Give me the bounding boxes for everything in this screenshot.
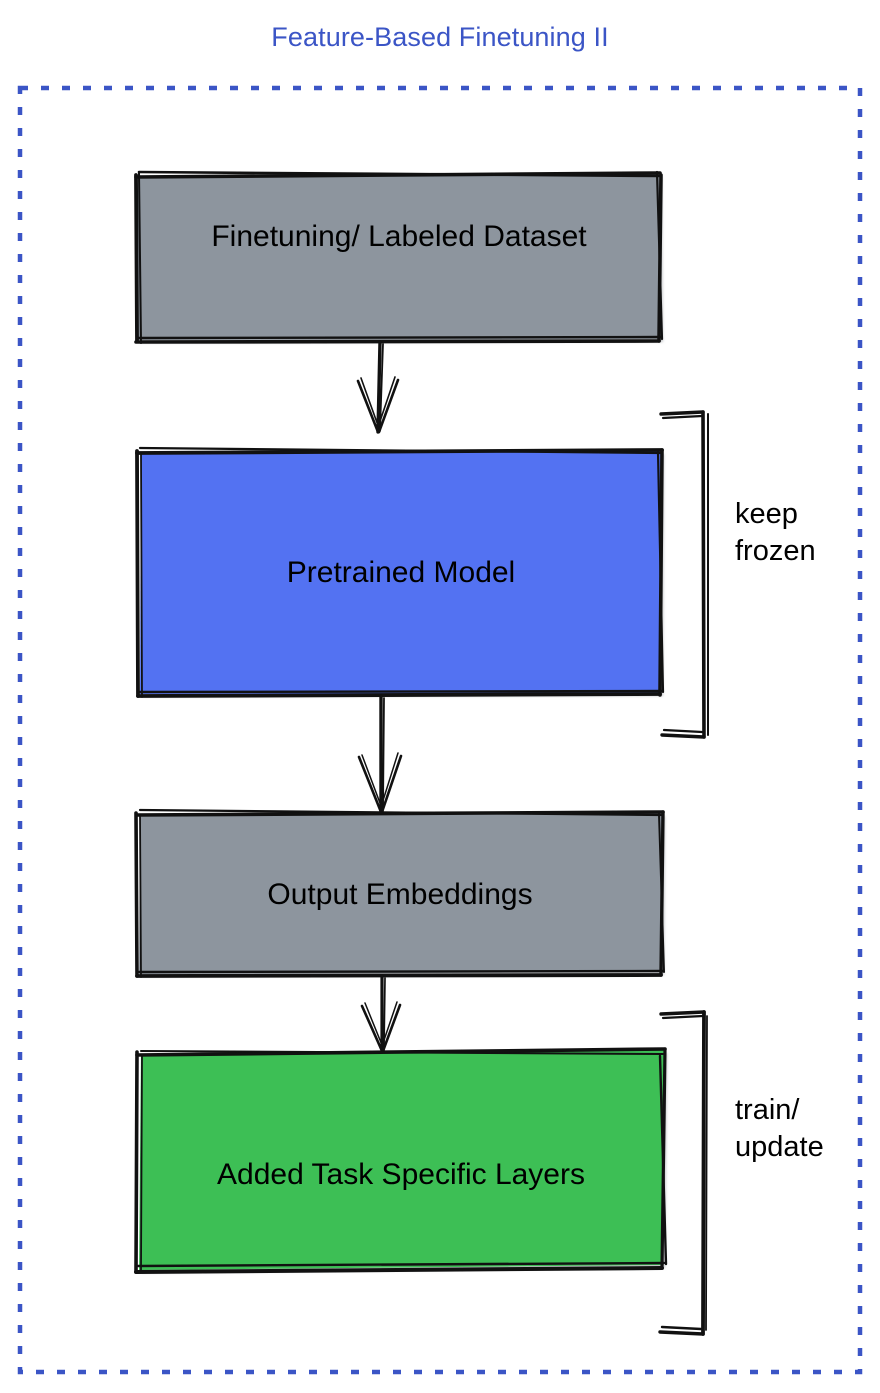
arrow-embeddings-to-layers (360, 974, 402, 1053)
bracket-train-update (658, 1010, 708, 1336)
node-label-output-embeddings: Output Embeddings (267, 878, 533, 911)
arrow-dataset-to-model (356, 340, 400, 434)
node-label-task-layers: Added Task Specific Layers (217, 1158, 585, 1191)
node-task-layers[interactable] (134, 1047, 668, 1274)
arrow-model-to-embeddings (357, 694, 403, 814)
bracket-keep-frozen (659, 410, 709, 739)
page-title: Feature-Based Finetuning II (271, 22, 609, 52)
annotation-keep-frozen: keep frozen (735, 498, 816, 568)
annotation-train-update: train/ update (735, 1094, 824, 1164)
node-pretrained-model[interactable] (135, 446, 665, 698)
dashed-frame (17, 85, 863, 1375)
node-label-dataset: Finetuning/ Labeled Dataset (211, 220, 587, 253)
node-output-embeddings[interactable] (134, 808, 665, 978)
node-label-pretrained-model: Pretrained Model (286, 556, 516, 589)
node-dataset[interactable] (134, 170, 664, 344)
